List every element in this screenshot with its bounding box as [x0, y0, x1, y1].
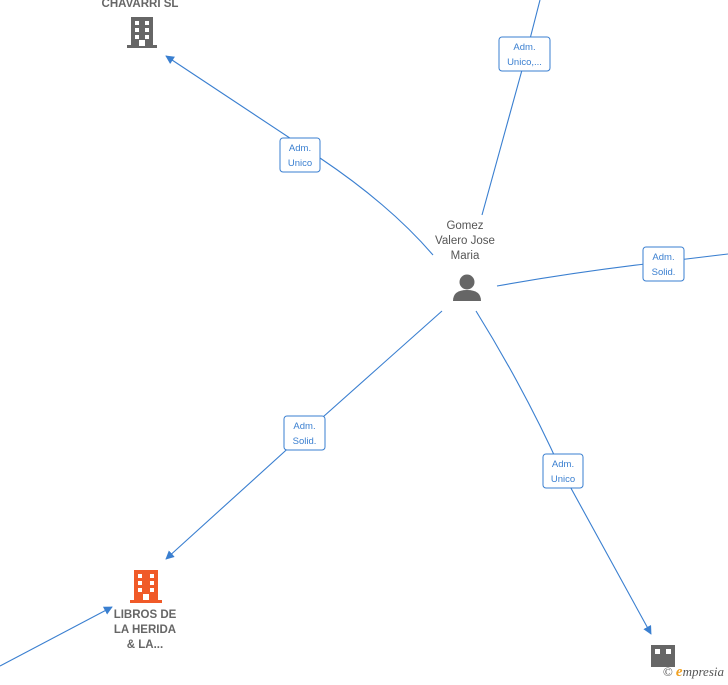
edge-person-to-right[interactable]: [496, 253, 728, 287]
node-label-line: LA HERIDA: [114, 624, 176, 636]
edge-label-line: Adm.: [552, 459, 574, 470]
node-person[interactable]: Gomez Valero Jose Maria: [435, 220, 495, 301]
node-label-line: Valero Jose: [435, 235, 495, 247]
edge-label-line: Solid.: [652, 267, 676, 278]
edge-label-person-to-libros[interactable]: Adm. Solid.: [283, 415, 326, 451]
edge-label-line: Solid.: [293, 436, 317, 447]
edge-left-to-libros[interactable]: [0, 606, 113, 667]
building-icon: [127, 17, 157, 48]
person-icon: [453, 274, 481, 301]
edge-label-line: Unico: [551, 474, 575, 485]
edge-label-line: Adm.: [293, 421, 315, 432]
edge-label-person-to-top-right[interactable]: Adm. Unico,...: [498, 36, 551, 72]
building-icon: [651, 645, 675, 667]
edge-label-line: Unico: [288, 158, 312, 169]
edge-person-to-top-right[interactable]: [481, 0, 541, 216]
copyright-symbol: ©: [662, 664, 673, 679]
node-label-line: Maria: [451, 250, 480, 262]
node-chavarri[interactable]: CHAVARRI SL: [102, 0, 179, 48]
edge-label-person-to-chavarri[interactable]: Adm. Unico: [279, 137, 321, 173]
node-bottom-right[interactable]: [651, 645, 675, 667]
node-libros[interactable]: LIBROS DE LA HERIDA & LA...: [114, 570, 177, 651]
edge-person-to-chavarri[interactable]: [165, 55, 434, 256]
building-icon: [130, 570, 162, 603]
edge-label-line: Unico,...: [507, 57, 542, 68]
brand-name: mpresia: [682, 664, 724, 679]
brand-initial: e: [675, 664, 683, 680]
node-label-line: Gomez: [446, 220, 483, 232]
empresia-watermark: © empresia: [663, 664, 724, 681]
edge-label-line: Adm.: [652, 252, 674, 263]
node-label-line: LIBROS DE: [114, 609, 177, 621]
node-label: CHAVARRI SL: [102, 0, 179, 10]
edge-label-line: Adm.: [513, 42, 535, 53]
edge-label-person-to-bottom-right[interactable]: Adm. Unico: [542, 453, 584, 489]
node-label-line: & LA...: [127, 639, 163, 651]
edge-label-line: Adm.: [289, 143, 311, 154]
edge-label-person-to-right[interactable]: Adm. Solid.: [642, 246, 685, 282]
